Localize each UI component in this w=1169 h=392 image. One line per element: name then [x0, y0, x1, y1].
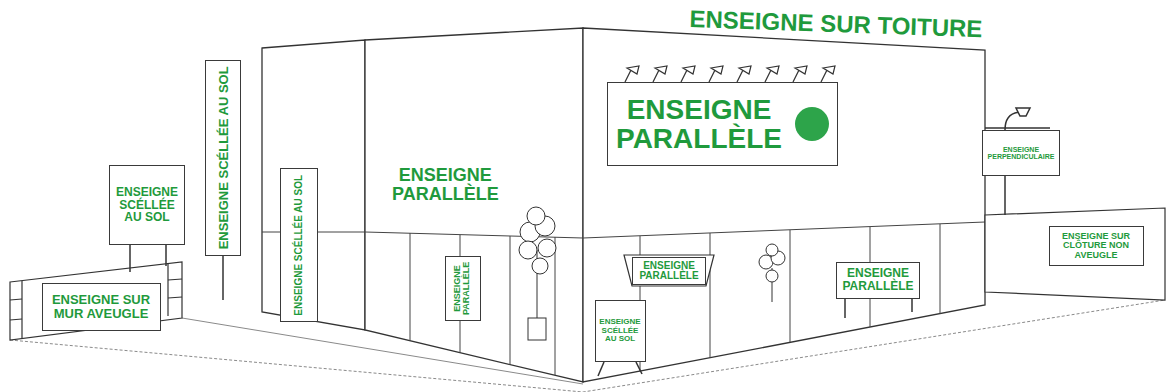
low-panel-sign: ENSEIGNE PARALLÈLE [836, 262, 920, 299]
parallel-panel: ENSEIGNE PARALLÈLE [607, 82, 838, 166]
sign-text: ENSEIGNE PARALLÈLE [639, 261, 698, 282]
sandwich-board: ENSEIGNE SCÉLLÉE AU SOL [595, 300, 646, 362]
shop-windows [262, 222, 985, 375]
sign-text: ENSEIGNE PARALLÈLE [842, 267, 913, 292]
sign-posts [130, 108, 1050, 376]
sign-text: ENSEIGNE SCÉLLÉE AU SOL [599, 318, 640, 343]
window-sign: ENSEIGNE PARALLÈLE [445, 256, 481, 321]
sign-text: ENSEIGNE SCÉLLÉE AU SOL [294, 175, 305, 316]
projecting-sign: ENSEIGNE PERPENDICULAIRE [982, 130, 1060, 176]
wall-painted-sign: ENSEIGNE PARALLÈLE [392, 166, 499, 204]
trees [519, 207, 785, 340]
sign-text: ENSEIGNE PERPENDICULAIRE [988, 146, 1055, 161]
sign-text: ENSEIGNE SCÉLLÉE AU SOL [116, 186, 178, 224]
sign-text: ENSEIGNE PARALLÈLE [454, 261, 473, 314]
sign-text: ENSEIGNE SUR MUR AVEUGLE [48, 293, 154, 320]
sign-text: ENSEIGNE SCÉLLÉE AU SOL [216, 66, 230, 249]
label-text: ENSEIGNE PARALLÈLE [392, 166, 499, 204]
spot-lamps [625, 66, 835, 82]
awning-sign: ENSEIGNE PARALLÈLE [632, 257, 706, 285]
fence-sign: ENSEIGNE SUR CLÔTURE NON AVEUGLE [1049, 226, 1144, 266]
building [262, 28, 985, 382]
totem-sign: ENSEIGNE SCÉLLÉE AU SOL [280, 168, 318, 322]
green-disc [795, 107, 829, 141]
awning [624, 255, 714, 286]
ground-sign: ENSEIGNE SCÉLLÉE AU SOL [109, 165, 185, 245]
sign-text: ENSEIGNE PARALLÈLE [616, 95, 782, 154]
banner-sign: ENSEIGNE SCÉLLÉE AU SOL [205, 60, 241, 256]
sign-text: ENSEIGNE SUR CLÔTURE NON AVEUGLE [1054, 232, 1138, 260]
wall-sign: ENSEIGNE SUR MUR AVEUGLE [42, 283, 161, 331]
